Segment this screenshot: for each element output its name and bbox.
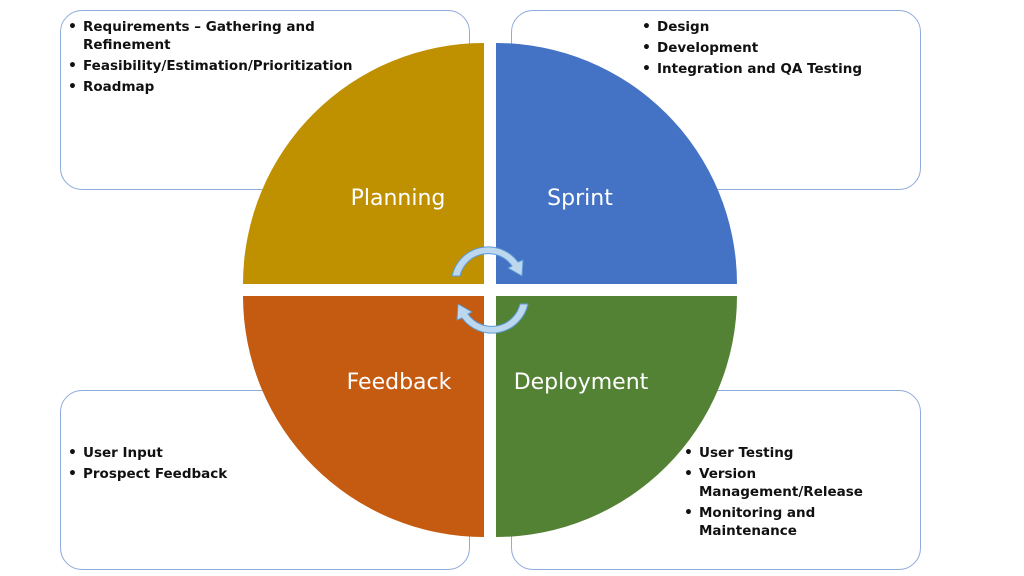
sprint-quadrant [496,43,737,284]
list-item: Development [642,39,902,57]
list-item: Requirements – Gathering and Refinement [68,18,338,54]
list-item: Integration and QA Testing [642,60,902,78]
feedback-items-list: User Input Prospect Feedback [68,444,338,486]
list-item: Roadmap [68,78,338,96]
list-item: Version Management/Release [684,465,909,501]
planning-items-list: Requirements – Gathering and Refinement … [68,18,353,99]
list-item: Feasibility/Estimation/Prioritization [68,57,353,75]
list-item: User Input [68,444,338,462]
cycle-arrow-top-icon [451,246,524,277]
list-item: Prospect Feedback [68,465,338,483]
deployment-items-list: User Testing Version Management/Release … [684,444,909,543]
sprint-label: Sprint [547,186,613,211]
list-item: Monitoring and Maintenance [684,504,909,540]
list-item: User Testing [684,444,909,462]
planning-label: Planning [351,186,446,211]
deployment-label: Deployment [514,370,649,395]
list-item: Design [642,18,902,36]
cycle-arrow-bottom-icon [456,303,529,334]
feedback-label: Feedback [347,370,452,395]
sprint-items-list: Design Development Integration and QA Te… [642,18,902,81]
feedback-quadrant [243,296,484,537]
planning-quadrant [243,43,484,284]
deployment-quadrant [496,296,737,537]
